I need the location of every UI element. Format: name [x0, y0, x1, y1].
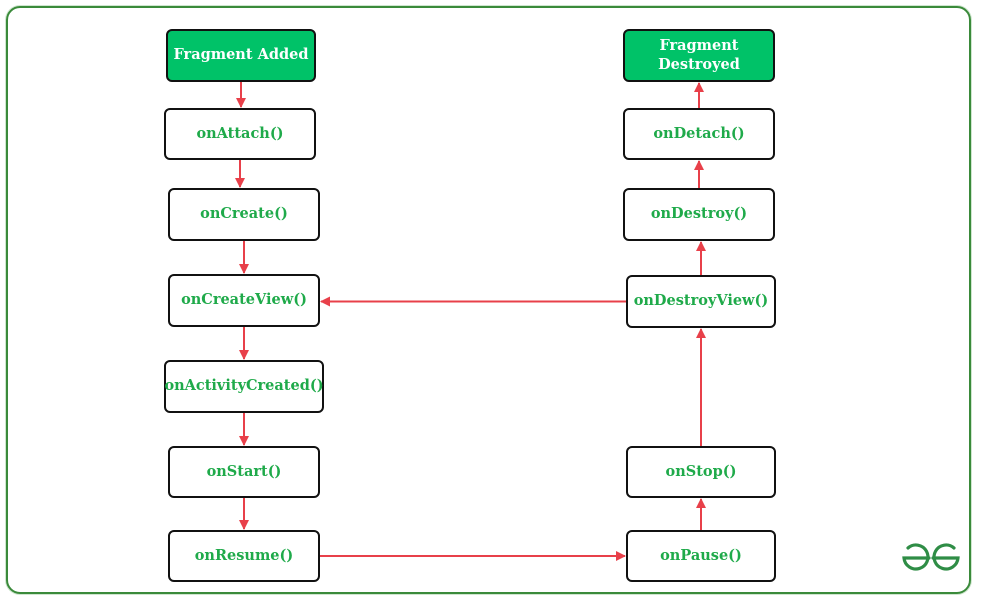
- node-on-destroy: onDestroy(): [623, 188, 775, 241]
- geeksforgeeks-logo-icon: [898, 540, 964, 576]
- node-on-detach: onDetach(): [623, 108, 775, 160]
- node-on-activity-created: onActivityCreated(): [164, 360, 324, 413]
- node-label: onAttach(): [196, 124, 284, 142]
- node-label: onCreate(): [200, 205, 288, 223]
- diagram-frame: [6, 6, 971, 594]
- node-label: onCreateView(): [181, 291, 307, 309]
- node-on-create: onCreate(): [168, 188, 320, 241]
- node-label: onActivityCreated(): [164, 377, 324, 395]
- node-fragment-added: Fragment Added: [166, 29, 316, 82]
- node-label: Fragment Destroyed: [658, 36, 740, 73]
- node-label: onDestroyView(): [633, 292, 769, 310]
- node-on-start: onStart(): [168, 446, 320, 498]
- node-label: onStart(): [206, 462, 282, 480]
- node-fragment-destroyed: Fragment Destroyed: [623, 29, 775, 82]
- node-label: onResume(): [194, 546, 294, 564]
- node-on-resume: onResume(): [168, 530, 320, 582]
- node-label: onStop(): [665, 462, 737, 480]
- node-label: onPause(): [660, 546, 742, 564]
- node-on-attach: onAttach(): [164, 108, 316, 160]
- node-label: Fragment Added: [173, 46, 309, 64]
- node-on-create-view: onCreateView(): [168, 274, 320, 327]
- node-on-stop: onStop(): [626, 446, 776, 498]
- node-on-destroy-view: onDestroyView(): [626, 275, 776, 328]
- node-label: onDestroy(): [650, 205, 748, 223]
- node-label: onDetach(): [653, 124, 745, 142]
- node-on-pause: onPause(): [626, 530, 776, 582]
